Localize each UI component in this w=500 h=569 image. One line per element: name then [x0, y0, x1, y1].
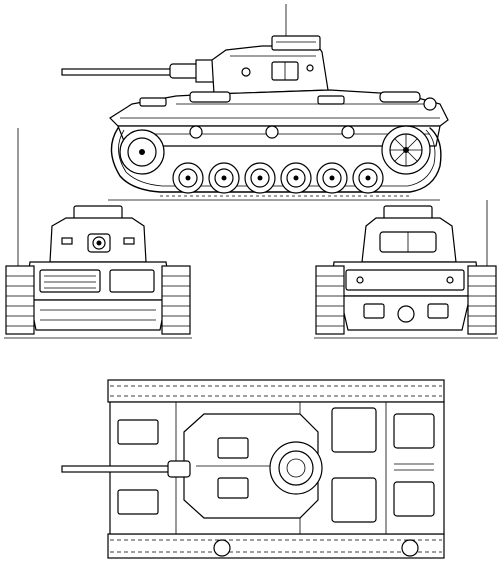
top-engine-hatch-left: [331, 407, 377, 453]
front-view: [4, 128, 192, 339]
side-idler-wheel: [381, 125, 431, 175]
top-driver-hatch: [117, 419, 159, 445]
top-upper-track: [107, 379, 445, 403]
side-view: [61, 4, 449, 201]
side-road-wheels: [172, 162, 384, 194]
rear-turret: [361, 205, 457, 263]
top-gun-barrel: [61, 460, 191, 478]
side-commander-cupola: [271, 35, 321, 51]
rear-hull: [329, 261, 481, 331]
front-hull: [23, 261, 173, 331]
side-gun-barrel: [61, 59, 217, 83]
front-turret: [49, 205, 147, 263]
front-right-track: [161, 265, 191, 335]
top-radio-hatch: [117, 489, 159, 515]
front-left-track: [5, 265, 35, 335]
top-commander-cupola: [269, 441, 323, 495]
top-view: [61, 379, 445, 559]
side-turret: [211, 35, 329, 95]
side-return-rollers: [189, 125, 355, 139]
rear-right-track: [467, 265, 497, 335]
rear-exhaust: [397, 305, 415, 323]
top-engine-hatch-right: [331, 477, 377, 523]
top-turret: [183, 413, 323, 519]
side-track: [110, 127, 442, 193]
top-road-wheels: [213, 539, 419, 557]
rear-left-track: [315, 265, 345, 335]
rear-view: [314, 200, 498, 339]
side-drive-sprocket: [119, 129, 165, 175]
top-lower-track: [107, 533, 445, 559]
